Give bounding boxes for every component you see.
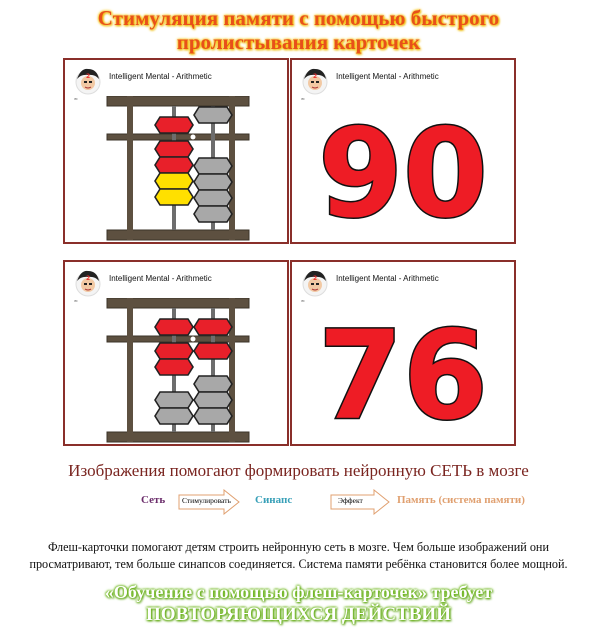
abacus-bead (193, 205, 233, 223)
arrow-right-icon (178, 489, 240, 515)
abacus-dot (190, 336, 196, 342)
abacus-bead (193, 342, 233, 360)
brand-label: Intelligent Mental - Arithmetic (109, 72, 212, 81)
svg-text:IM: IM (74, 299, 78, 303)
description-line2: просматривают, тем больше синапсов соеди… (29, 557, 568, 571)
flash-card-number-76: 2 IM Intelligent Mental - Arithmetic 76 (290, 260, 516, 446)
abacus-bead (193, 318, 233, 336)
big-number-text: 76 (318, 305, 488, 438)
abacus-bead (193, 189, 233, 207)
svg-text:2: 2 (313, 73, 317, 80)
big-number: 90 (317, 102, 490, 237)
arrow-right-icon (330, 489, 390, 515)
abacus-bead (193, 106, 233, 124)
abacus-post-right (229, 298, 235, 442)
flow-arrow-effect: Эффект (330, 489, 390, 515)
mascot-logo-icon: 2 IM (74, 68, 101, 101)
svg-text:IM: IM (301, 299, 305, 303)
abacus-divider (106, 133, 250, 141)
abacus-bead (154, 358, 194, 376)
abacus-divider (106, 335, 250, 343)
flash-card-abacus-76: 2 IM Intelligent Mental - Arithmetic (63, 260, 289, 446)
abacus-bead (154, 156, 194, 174)
abacus-post-left (127, 298, 133, 442)
flash-card-abacus-90: 2 IM Intelligent Mental - Arithmetic (63, 58, 289, 244)
svg-text:2: 2 (313, 275, 317, 282)
abacus-bead (193, 375, 233, 393)
flow-arrow-stimulate-label: Стимулировать (182, 496, 231, 505)
abacus-frame-top (106, 96, 250, 107)
abacus-bead (193, 157, 233, 175)
abacus-figure (106, 96, 250, 241)
page-title-line1: Стимуляция памяти с помощью быстрого (97, 6, 500, 30)
abacus-dot (190, 134, 196, 140)
page-title: Стимуляция памяти с помощью быстрого про… (0, 6, 597, 54)
abacus-bead (154, 172, 194, 190)
abacus-bead (154, 391, 194, 409)
svg-text:2: 2 (86, 73, 90, 80)
mascot-logo-icon: 2 IM (74, 270, 101, 303)
abacus-frame-top (106, 298, 250, 309)
abacus-bead (154, 407, 194, 425)
big-number: 76 (317, 304, 490, 439)
abacus-post-right (229, 96, 235, 240)
mascot-logo-icon: 2 IM (301, 270, 328, 303)
brand-label: Intelligent Mental - Arithmetic (336, 72, 439, 81)
flow-step-synapse: Синапс (255, 494, 293, 506)
abacus-rod (211, 308, 215, 432)
flash-card-number-90: 2 IM Intelligent Mental - Arithmetic 90 (290, 58, 516, 244)
abacus-bead (154, 188, 194, 206)
brand-label: Intelligent Mental - Arithmetic (336, 274, 439, 283)
abacus-bead (154, 342, 194, 360)
abacus-post-left (127, 96, 133, 240)
flow-arrow-effect-label: Эффект (338, 496, 363, 505)
slogan-line1: «Обучение с помощью флеш-карточек» требу… (104, 582, 493, 602)
abacus-frame-bottom (106, 229, 250, 241)
abacus-bead (154, 318, 194, 336)
slogan-line2: ПОВТОРЯЮЩИХСЯ ДЕЙСТВИЙ (146, 604, 451, 625)
flow-arrow-stimulate: Стимулировать (178, 489, 240, 515)
brand-label: Intelligent Mental - Arithmetic (109, 274, 212, 283)
abacus-bead (193, 391, 233, 409)
abacus-bead (193, 173, 233, 191)
svg-text:2: 2 (86, 275, 90, 282)
abacus-frame-bottom (106, 431, 250, 443)
abacus-bead (193, 407, 233, 425)
mascot-logo-icon: 2 IM (301, 68, 328, 101)
svg-text:IM: IM (74, 97, 78, 101)
description-paragraph: Флеш-карточки помогают детям строить ней… (10, 539, 587, 573)
network-headline: Изображения помогают формировать нейронн… (68, 461, 529, 480)
page-title-line2: пролистывания карточек (176, 30, 421, 54)
abacus-figure (106, 298, 250, 443)
flow-step-memory: Память (система памяти) (397, 494, 525, 506)
svg-text:IM: IM (301, 97, 305, 101)
big-number-text: 90 (318, 103, 488, 236)
abacus-bead (154, 116, 194, 134)
flow-step-network: Сеть (141, 494, 166, 506)
abacus-bead (154, 140, 194, 158)
description-line1: Флеш-карточки помогают детям строить ней… (48, 540, 549, 554)
